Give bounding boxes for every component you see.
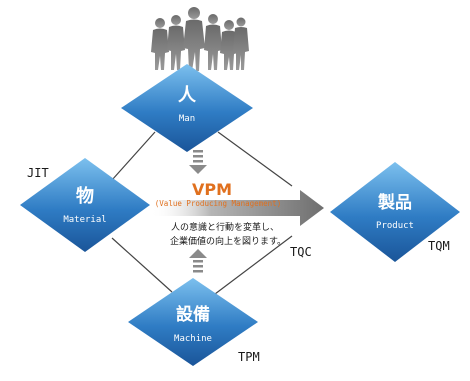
node-machine: 設備 Machine — [128, 278, 258, 366]
node-material: 物 Material — [20, 158, 150, 252]
node-product-sub: Product — [376, 221, 414, 231]
label-tpm: TPM — [238, 350, 260, 364]
up-arrow-icon — [189, 249, 207, 273]
node-man: 人 Man — [121, 64, 253, 152]
node-material-sub: Material — [63, 215, 106, 225]
node-man-title: 人 — [178, 85, 197, 106]
label-tqm: TQM — [428, 239, 450, 253]
line-machine-product — [214, 235, 293, 295]
node-machine-sub: Machine — [174, 334, 212, 344]
node-product-title: 製品 — [377, 192, 412, 213]
connector-lines — [111, 131, 293, 295]
down-arrow-icon — [189, 150, 207, 174]
node-product: 製品 Product — [330, 162, 460, 262]
label-jit: JIT — [27, 166, 49, 180]
vpm-subtitle: (Value Producing Management) — [155, 199, 281, 208]
line-man-material — [111, 131, 156, 181]
node-material-title: 物 — [76, 185, 94, 207]
vpm-title: VPM — [192, 180, 232, 199]
description-line-1: 人の意識と行動を変革し、 — [171, 221, 279, 233]
people-silhouette-icon — [151, 7, 249, 71]
node-machine-title: 設備 — [176, 304, 210, 325]
line-material-machine — [111, 237, 173, 293]
label-tqc: TQC — [290, 245, 312, 259]
node-man-sub: Man — [179, 114, 195, 124]
description-line-2: 企業価値の向上を図ります。 — [170, 235, 286, 247]
flow-arrow — [150, 190, 324, 226]
line-man-product — [217, 131, 293, 187]
